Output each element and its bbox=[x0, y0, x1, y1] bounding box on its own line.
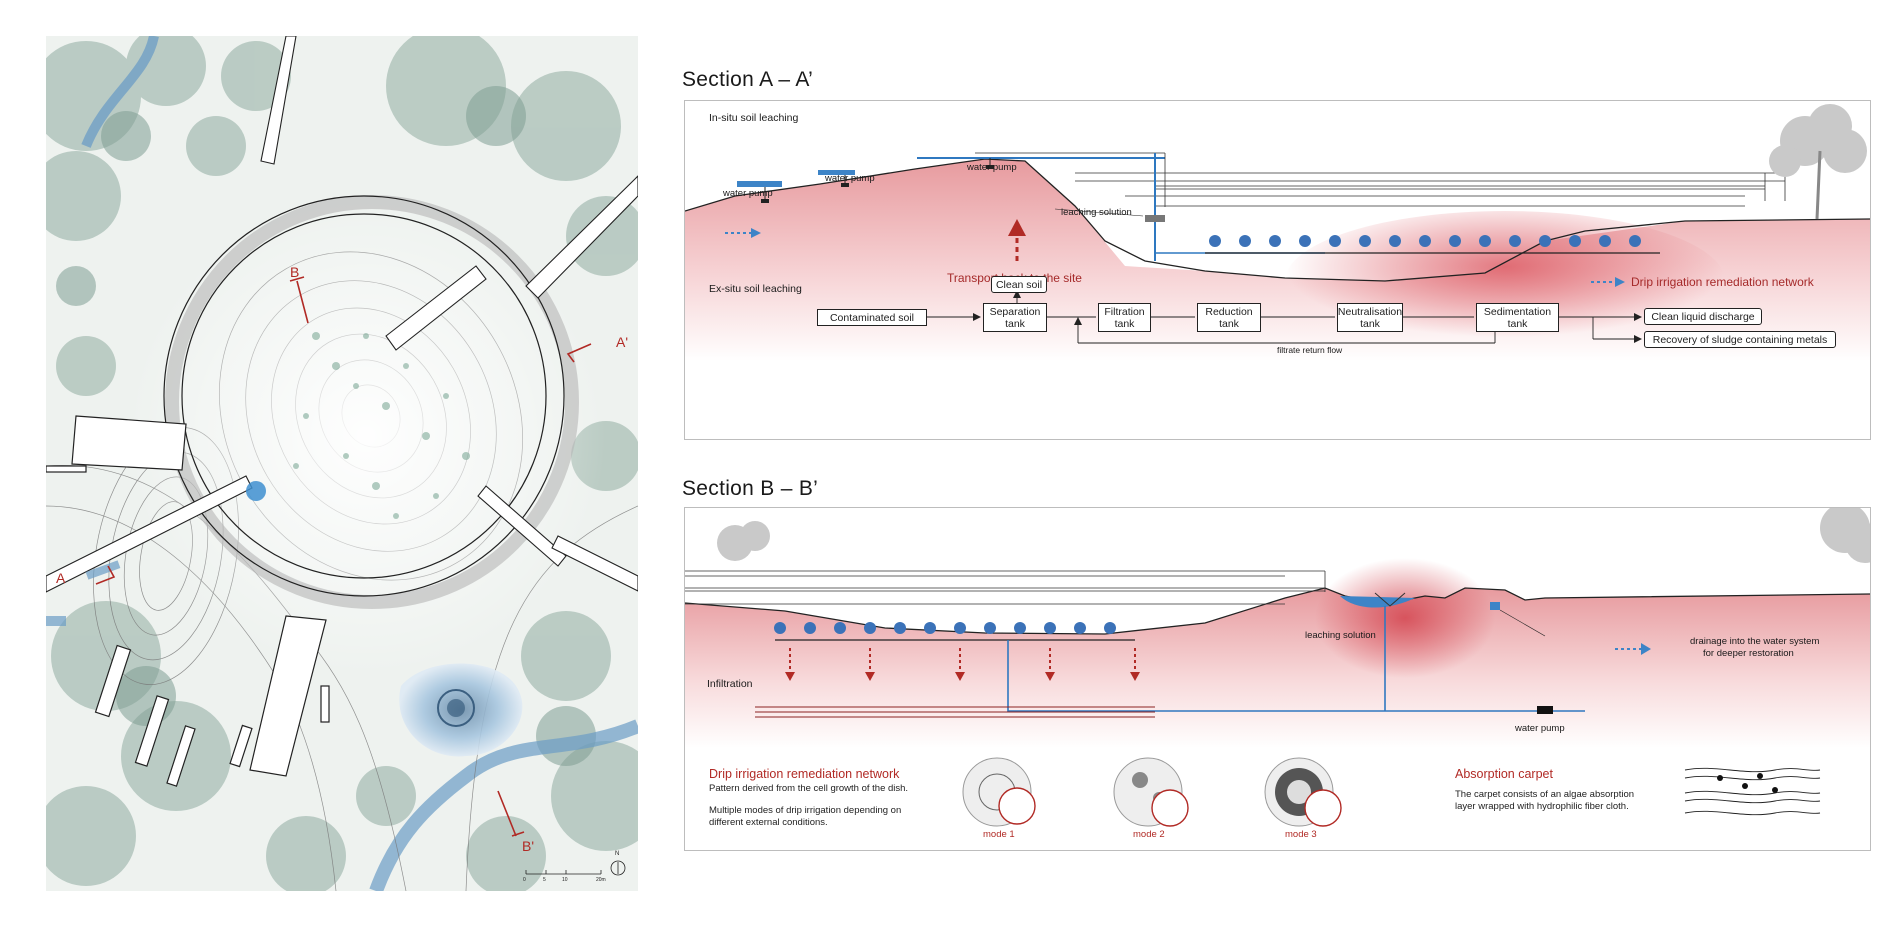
pavilions bbox=[46, 415, 330, 787]
filtrate-return-flow-label: filtrate return flow bbox=[1277, 345, 1343, 355]
site-plan-drawing bbox=[46, 36, 638, 891]
pool-1 bbox=[737, 181, 782, 187]
bridges bbox=[46, 36, 638, 593]
clean-soil-box: Clean soil bbox=[991, 276, 1047, 293]
reduction-tank-box: Reduction tank bbox=[1197, 303, 1261, 332]
section-a-panel: In-situ soil leaching water pump water p… bbox=[684, 100, 1871, 440]
absorption-carpet-icon bbox=[1684, 767, 1821, 816]
carpet-desc-2: layer wrapped with hydrophilic fiber clo… bbox=[1455, 801, 1629, 812]
pool-2 bbox=[818, 170, 855, 175]
leaching-tank bbox=[1145, 215, 1165, 222]
marker-b: B bbox=[290, 264, 300, 280]
water-pump-icon bbox=[1537, 706, 1553, 714]
mode-dishes bbox=[962, 757, 1342, 827]
drip-network-label: Drip irrigation remediation network bbox=[1631, 275, 1814, 289]
water-pump-label-1: water pump bbox=[723, 188, 773, 199]
building-section-b bbox=[685, 570, 1326, 605]
in-situ-label: In-situ soil leaching bbox=[709, 112, 799, 124]
drip-desc-2: Multiple modes of drip irrigation depend… bbox=[709, 805, 902, 816]
section-b-title: Section B – B’ bbox=[682, 477, 819, 500]
section-b-panel: leaching solution Infiltration water pum… bbox=[684, 507, 1871, 851]
contaminated-soil-box: Contaminated soil bbox=[817, 309, 927, 326]
planting-dots bbox=[293, 332, 470, 519]
separation-tank-box: Separation tank bbox=[983, 303, 1047, 332]
fountain bbox=[246, 481, 266, 501]
scale-tick-0: 0 bbox=[523, 877, 526, 883]
north-label: N bbox=[615, 851, 620, 857]
drip-emitters bbox=[1209, 235, 1641, 247]
building-section bbox=[975, 152, 1786, 207]
section-b-drawing bbox=[685, 508, 1870, 827]
filtration-tank-box: Filtration tank bbox=[1098, 303, 1151, 332]
marker-a: A bbox=[56, 570, 66, 586]
tree-icon-b bbox=[717, 508, 1870, 563]
leaching-basin bbox=[1340, 596, 1415, 608]
water-pump-label-3: water pump bbox=[967, 162, 1017, 173]
drip-desc-1: Pattern derived from the cell growth of … bbox=[709, 783, 909, 794]
neutralisation-tank-box: Neutralisation tank bbox=[1337, 303, 1403, 332]
carpet-desc-1: The carpet consists of an algae absorpti… bbox=[1455, 789, 1635, 800]
carpet-heading: Absorption carpet bbox=[1455, 767, 1553, 781]
infiltration-label: Infiltration bbox=[707, 678, 753, 690]
drainage-line-2: for deeper restoration bbox=[1703, 648, 1794, 659]
mode-3-label: mode 3 bbox=[1285, 829, 1317, 840]
scale-tick-20m: 20m bbox=[596, 877, 606, 883]
infiltration-pipes bbox=[755, 706, 1155, 718]
tree-icon bbox=[1769, 104, 1867, 177]
marker-b-prime: B' bbox=[522, 838, 535, 854]
section-a-title: Section A – A’ bbox=[682, 68, 814, 91]
marker-a-prime: A' bbox=[616, 334, 629, 350]
north-arrow-icon bbox=[610, 860, 626, 876]
mode-2-label: mode 2 bbox=[1133, 829, 1165, 840]
scale-tick-10: 10 bbox=[562, 877, 568, 883]
ex-situ-label: Ex-situ soil leaching bbox=[709, 283, 802, 295]
scale-tick-5: 5 bbox=[543, 877, 546, 883]
ring-walkway-outer bbox=[163, 195, 565, 597]
infiltration-arrows bbox=[789, 648, 1136, 674]
river-north bbox=[81, 36, 159, 148]
water-pump-label-2: water pump bbox=[825, 173, 875, 184]
river-south bbox=[369, 719, 638, 891]
soil-profile-b bbox=[685, 588, 1870, 748]
site-plan: B A' A B' 0 5 10 20m N bbox=[46, 36, 638, 891]
clean-liquid-discharge-box: Clean liquid discharge bbox=[1644, 308, 1762, 325]
drip-desc-3: different external conditions. bbox=[709, 817, 828, 828]
drainage-line-1: drainage into the water system bbox=[1690, 636, 1820, 647]
drip-heading: Drip irrigation remediation network bbox=[709, 767, 900, 781]
water-pump-label-b: water pump bbox=[1515, 723, 1565, 734]
sludge-recovery-box: Recovery of sludge containing metals bbox=[1644, 331, 1836, 348]
scale-bar bbox=[525, 870, 602, 875]
leaching-solution-label-b: leaching solution bbox=[1305, 630, 1376, 641]
sedimentation-tank-box: Sedimentation tank bbox=[1476, 303, 1559, 332]
section-a-drawing bbox=[685, 104, 1870, 361]
mode-1-label: mode 1 bbox=[983, 829, 1015, 840]
leaching-solution-label: leaching solution bbox=[1061, 207, 1132, 218]
ring-walkway-inner bbox=[181, 213, 547, 579]
section-cut-markers bbox=[95, 276, 592, 837]
drip-emitters-b bbox=[774, 622, 1116, 634]
